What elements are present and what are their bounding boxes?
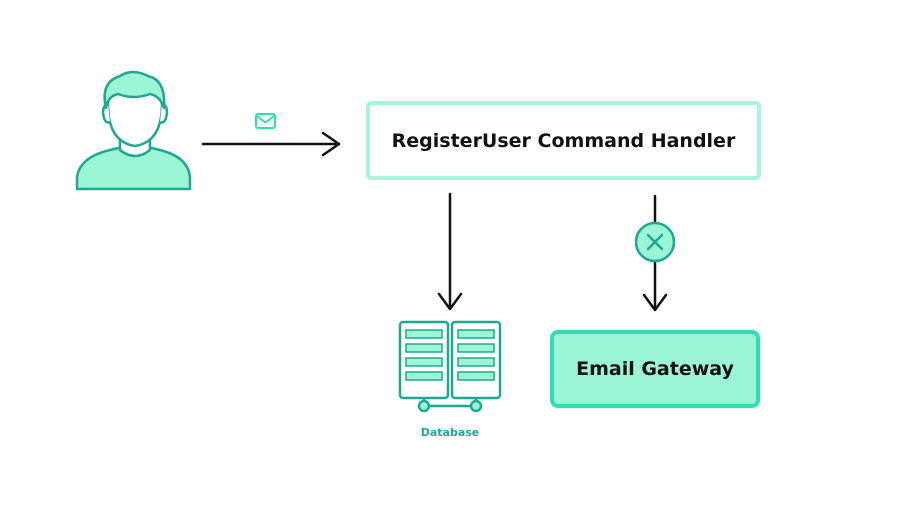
server-rack-icon [398, 320, 502, 413]
arrow-handler-to-gateway [642, 194, 668, 312]
arrow-handler-to-database [437, 192, 463, 311]
close-circle-icon [634, 221, 676, 263]
command-handler-label: RegisterUser Command Handler [392, 130, 736, 152]
database-label: Database [421, 426, 480, 439]
email-gateway-label: Email Gateway [576, 358, 734, 380]
command-handler-node: RegisterUser Command Handler [366, 101, 761, 180]
user-icon [75, 70, 192, 191]
arrow-user-to-handler [201, 131, 341, 157]
envelope-icon [255, 113, 276, 129]
email-gateway-node: Email Gateway [550, 330, 760, 408]
